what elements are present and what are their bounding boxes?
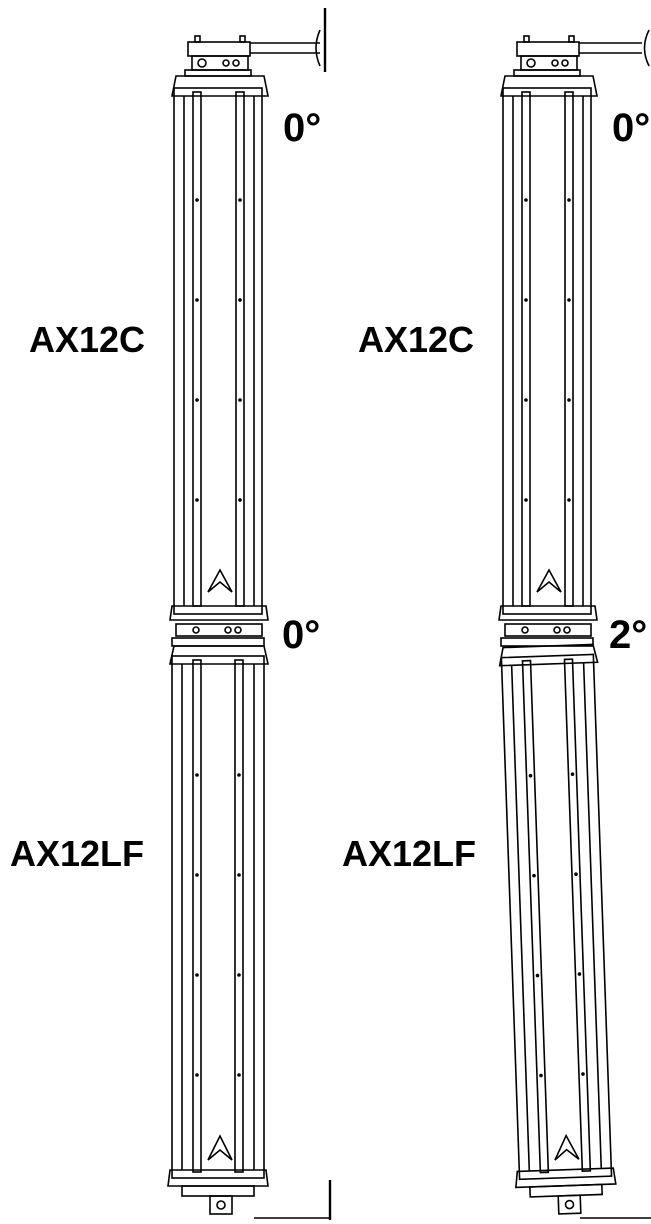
left-lower-model-label: AX12LF <box>10 833 145 874</box>
left-splay-angle-label: 0° <box>282 613 321 657</box>
left-connector <box>171 623 265 647</box>
right-lower-cabinet <box>498 643 617 1215</box>
right-upper-model-label: AX12C <box>358 319 475 360</box>
wall-bracket-icon <box>513 29 650 77</box>
brand-logo-icon <box>207 568 233 593</box>
brand-logo-icon <box>554 1133 580 1161</box>
right-top-angle-label: 0° <box>612 106 651 150</box>
right-lower-model-label: AX12LF <box>342 833 477 874</box>
right-connector <box>500 623 594 647</box>
right-splay-angle-label: 2° <box>609 613 648 657</box>
left-upper-model-label: AX12C <box>29 319 146 360</box>
left-upper-cabinet <box>169 75 269 621</box>
brand-logo-icon <box>207 1134 233 1161</box>
left-top-angle-label: 0° <box>283 106 322 150</box>
right-upper-cabinet <box>498 75 598 621</box>
brand-logo-icon <box>536 568 562 593</box>
wall-bracket-icon <box>184 8 327 77</box>
right-array <box>498 29 651 1219</box>
left-array <box>167 8 332 1220</box>
left-lower-cabinet <box>167 645 269 1187</box>
left-bottom-bracket <box>181 1180 332 1220</box>
